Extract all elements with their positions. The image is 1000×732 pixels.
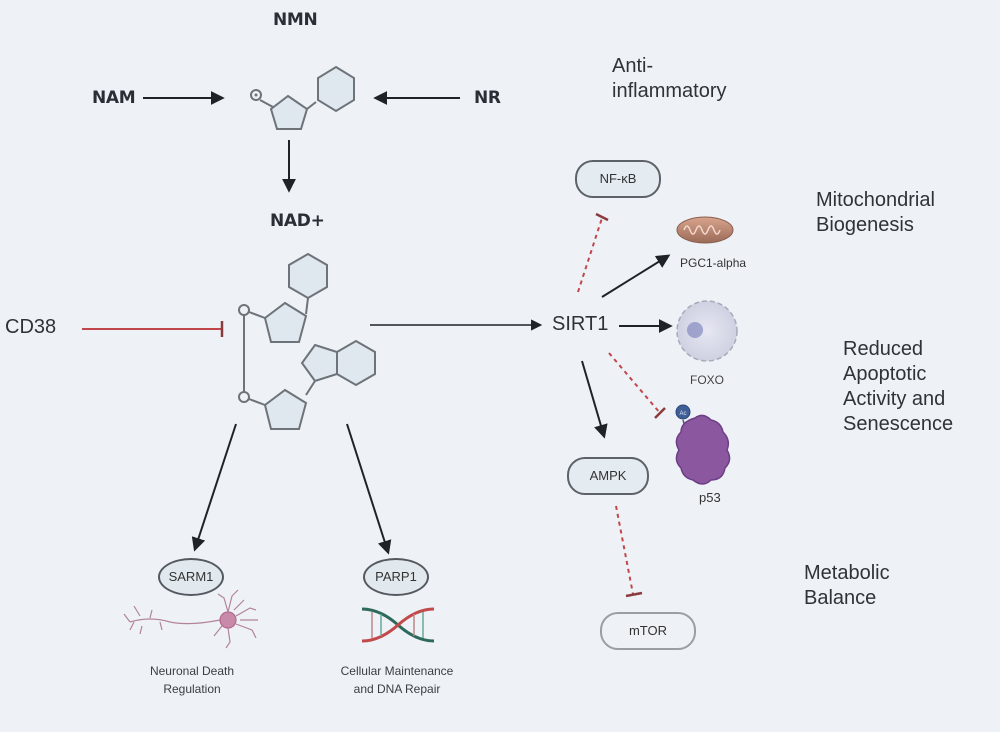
arrow-nad-to-sarm1 <box>191 423 237 552</box>
p53-protein-icon: Ac <box>675 404 731 485</box>
cd38-label: CD38 <box>5 316 57 338</box>
inhibition-ampk-to-mtor <box>615 505 643 598</box>
sirt1-label: SIRT1 <box>552 313 609 335</box>
nad-label: NAD+ <box>270 211 325 231</box>
foxo-label: FOXO <box>690 373 725 387</box>
neuron-icon <box>123 589 258 649</box>
sarm1-node: SARM1 <box>158 558 224 596</box>
acetyl-label: Ac <box>679 411 686 417</box>
arrow-sirt1-to-ampk <box>581 360 608 439</box>
outcome-neuronal-death: Neuronal Death Regulation <box>149 664 235 696</box>
inhibition-cd38-to-nad <box>82 321 224 337</box>
inhibition-sirt1-to-p53 <box>608 352 666 419</box>
arrow-sirt1-to-pgc1a <box>601 254 671 298</box>
inhibition-sirt1-to-nfkb <box>577 212 609 293</box>
nr-label: NR <box>474 88 501 108</box>
nam-label: NAM <box>92 88 136 108</box>
mitochondrion-icon <box>676 216 734 244</box>
ampk-node: AMPK <box>567 457 649 495</box>
outcome-anti-inflammatory: Anti- inflammatory <box>612 55 727 102</box>
nmn-label: NMN <box>273 10 318 30</box>
outcome-cellular-maintenance: Cellular Maintenance and DNA Repair <box>340 664 454 696</box>
p53-label: p53 <box>699 490 721 505</box>
foxo-cell-icon <box>676 300 738 362</box>
nmn-molecule-icon <box>250 65 355 130</box>
nfkb-node: NF-κB <box>575 160 661 198</box>
pgc1a-label: PGC1-alpha <box>680 256 747 270</box>
outcome-metabolic-balance: Metabolic Balance <box>804 562 890 609</box>
outcome-mitochondrial-biogenesis: Mitochondrial Biogenesis <box>816 189 935 236</box>
parp1-node: PARP1 <box>363 558 429 596</box>
dna-helix-icon <box>361 607 435 643</box>
outcome-reduced-apoptosis: Reduced Apoptotic Activity and Senescenc… <box>843 338 954 435</box>
mtor-node: mTOR <box>600 612 696 650</box>
arrow-nad-to-parp1 <box>346 423 392 555</box>
nad-molecule-icon <box>238 252 376 430</box>
